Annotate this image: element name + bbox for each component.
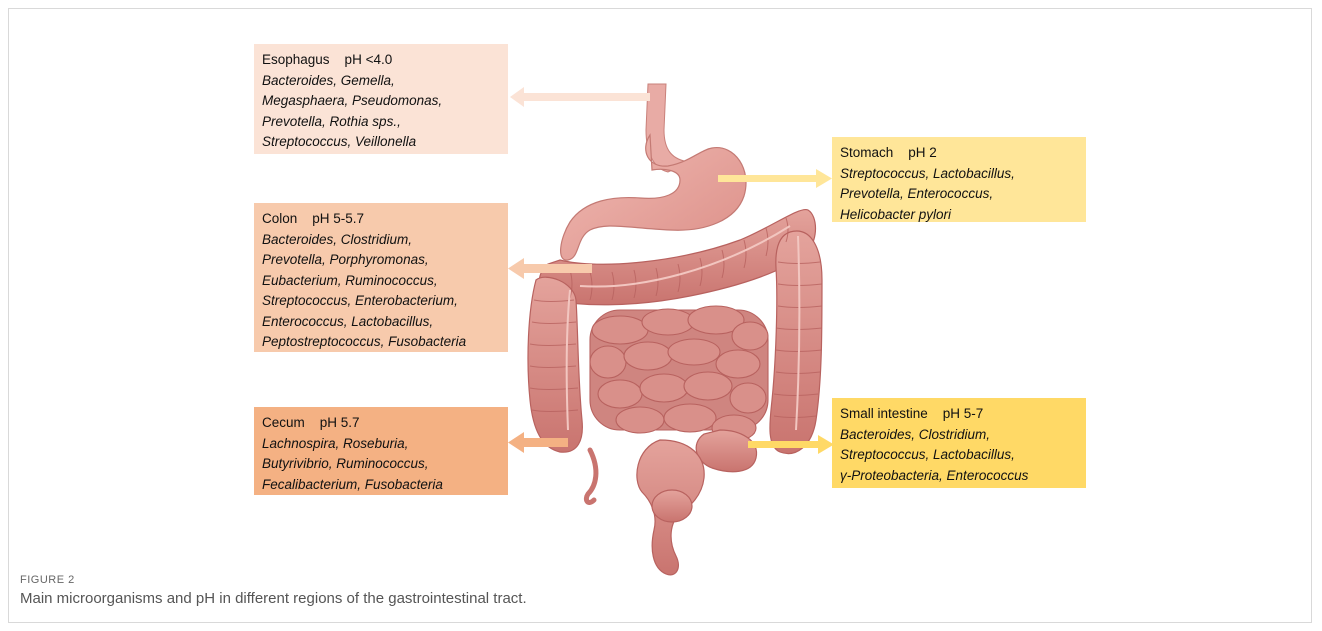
- taxa-line: Bacteroides, Clostridium,: [262, 230, 500, 251]
- cecum-taxa: Lachnospira, Roseburia, Butyrivibrio, Ru…: [262, 434, 500, 496]
- small-intestine-shape: [590, 306, 768, 441]
- taxa-line: Fecalibacterium, Fusobacteria: [262, 475, 500, 496]
- appendix-shape: [586, 450, 596, 502]
- stomach-taxa: Streptococcus, Lactobacillus, Prevotella…: [840, 164, 1078, 226]
- stomach-label-box: Stomach pH 2 Streptococcus, Lactobacillu…: [832, 137, 1086, 222]
- arrow-esophagus: [510, 87, 650, 107]
- taxa-line: Helicobacter pylori: [840, 205, 1078, 226]
- colon-taxa: Bacteroides, Clostridium, Prevotella, Po…: [262, 230, 500, 353]
- esophagus-title: Esophagus pH <4.0: [262, 50, 500, 71]
- figure-label: FIGURE 2: [20, 574, 75, 586]
- taxa-line: Peptostreptococcus, Fusobacteria: [262, 332, 500, 353]
- taxa-line: Bacteroides, Clostridium,: [840, 425, 1078, 446]
- taxa-line: Prevotella, Porphyromonas,: [262, 250, 500, 271]
- taxa-line: Streptococcus, Enterobacterium,: [262, 291, 500, 312]
- taxa-line: Eubacterium, Ruminococcus,: [262, 271, 500, 292]
- colon-title: Colon pH 5-5.7: [262, 209, 500, 230]
- taxa-line: Butyrivibrio, Ruminococcus,: [262, 454, 500, 475]
- small-intestine-label-box: Small intestine pH 5-7 Bacteroides, Clos…: [832, 398, 1086, 488]
- cecum-label-box: Cecum pH 5.7 Lachnospira, Roseburia, But…: [254, 407, 508, 495]
- taxa-line: Prevotella, Enterococcus,: [840, 184, 1078, 205]
- taxa-line: Streptococcus, Veillonella: [262, 132, 500, 153]
- taxa-line: Streptococcus, Lactobacillus,: [840, 445, 1078, 466]
- taxa-line: γ-Proteobacteria, Enterococcus: [840, 466, 1078, 487]
- stomach-title: Stomach pH 2: [840, 143, 1078, 164]
- esophagus-shape: [646, 84, 690, 172]
- cecum-title: Cecum pH 5.7: [262, 413, 500, 434]
- taxa-line: Megasphaera, Pseudomonas,: [262, 91, 500, 112]
- esophagus-label-box: Esophagus pH <4.0 Bacteroides, Gemella, …: [254, 44, 508, 154]
- taxa-line: Enterococcus, Lactobacillus,: [262, 312, 500, 333]
- taxa-line: Streptococcus, Lactobacillus,: [840, 164, 1078, 185]
- figure-caption: Main microorganisms and pH in different …: [20, 590, 527, 607]
- small-intestine-title: Small intestine pH 5-7: [840, 404, 1078, 425]
- small-intestine-taxa: Bacteroides, Clostridium, Streptococcus,…: [840, 425, 1078, 487]
- taxa-line: Bacteroides, Gemella,: [262, 71, 500, 92]
- esophagus-taxa: Bacteroides, Gemella, Megasphaera, Pseud…: [262, 71, 500, 153]
- rectum-shape: [637, 430, 757, 575]
- taxa-line: Prevotella, Rothia sps.,: [262, 112, 500, 133]
- taxa-line: Lachnospira, Roseburia,: [262, 434, 500, 455]
- colon-label-box: Colon pH 5-5.7 Bacteroides, Clostridium,…: [254, 203, 508, 352]
